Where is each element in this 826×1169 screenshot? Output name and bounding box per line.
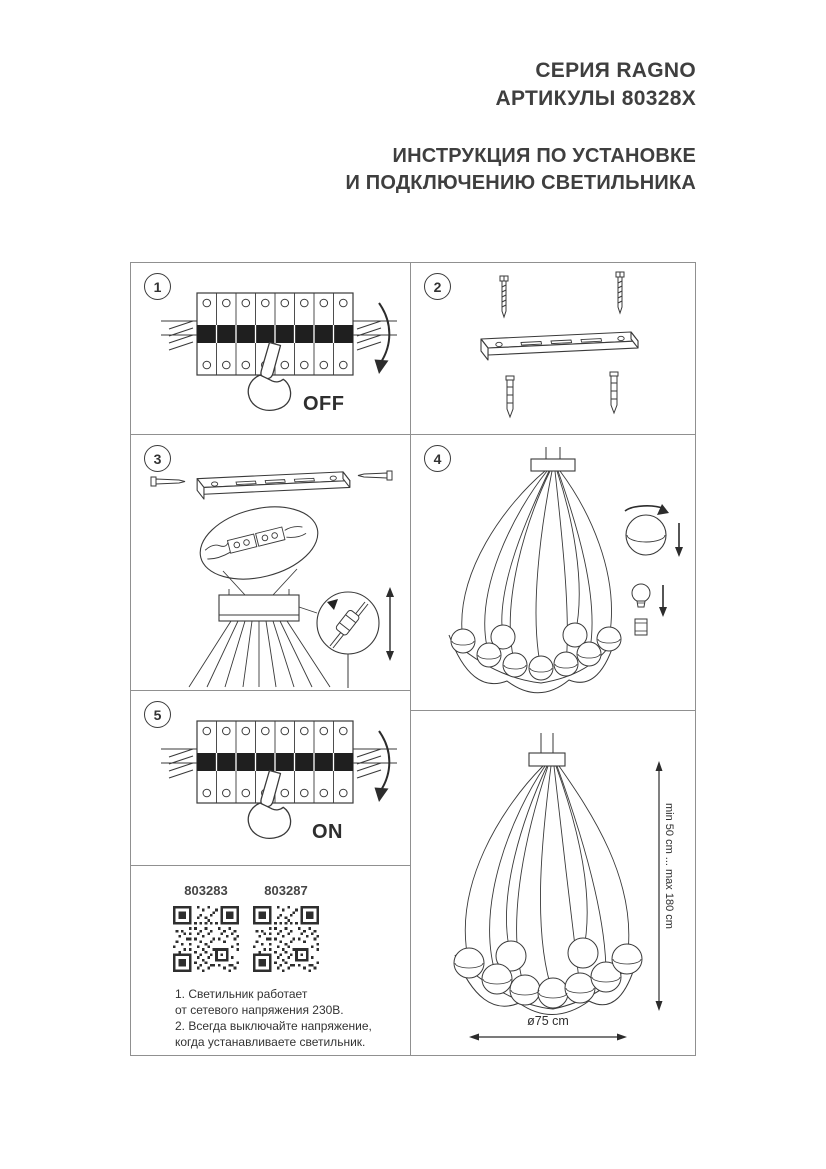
- instruction-title-line1: ИНСТРУКЦИЯ ПО УСТАНОВКЕ: [392, 145, 696, 167]
- product-code: 803287: [264, 883, 308, 898]
- bracket-wiring-illustration: [150, 470, 394, 688]
- height-dimension-label: min 50 cm ... max 180 cm: [663, 803, 675, 929]
- installed-chandelier-illustration: [453, 733, 663, 1041]
- step-number-badge: 3: [144, 445, 171, 472]
- step-panel-1: 1 OFF: [130, 262, 411, 435]
- series-title: СЕРИЯ RAGNO: [535, 59, 696, 82]
- note-line: 2. Всегда выключайте напряжение,: [175, 1019, 372, 1033]
- note-line: когда устанавливаете светильник.: [175, 1035, 366, 1049]
- product-code: 803283: [184, 883, 228, 898]
- breakers-off-illustration: [160, 292, 398, 412]
- step-number-badge: 4: [424, 445, 451, 472]
- power-on-label: ON: [312, 821, 343, 843]
- step-panel-3: 3: [130, 434, 411, 691]
- qr-code-icon: [173, 906, 239, 972]
- step-panel-5: 5 ON: [130, 690, 411, 866]
- step-number-badge: 1: [144, 273, 171, 300]
- mounting-hardware-illustration: [480, 271, 639, 418]
- articles-title: АРТИКУЛЫ 80328X: [495, 87, 696, 110]
- chandelier-assembly-illustration: [448, 447, 683, 694]
- note-line: от сетевого напряжения 230В.: [175, 1003, 344, 1017]
- power-off-label: OFF: [303, 393, 345, 415]
- step-number-badge: 2: [424, 273, 451, 300]
- header: СЕРИЯ RAGNO АРТИКУЛЫ 80328X ИНСТРУКЦИЯ П…: [345, 57, 696, 197]
- qr-code-icon: [253, 906, 319, 972]
- instruction-title: ИНСТРУКЦИЯ ПО УСТАНОВКЕ И ПОДКЛЮЧЕНИЮ СВ…: [345, 143, 696, 197]
- final-panel: min 50 cm ... max 180 cm ø75 cm: [410, 710, 696, 1056]
- installation-notes: 1. Светильник работает от сетевого напря…: [175, 986, 372, 1050]
- breakers-on-illustration: [160, 720, 398, 840]
- instruction-title-line2: И ПОДКЛЮЧЕНИЮ СВЕТИЛЬНИКА: [345, 172, 696, 194]
- diameter-dimension-label: ø75 cm: [527, 1014, 569, 1028]
- step-panel-2: 2: [410, 262, 696, 435]
- codes-panel: 803283 803287 1. Светильник работает от …: [130, 865, 411, 1056]
- note-line: 1. Светильник работает: [175, 987, 308, 1001]
- step-panel-4: 4: [410, 434, 696, 711]
- step-number-badge: 5: [144, 701, 171, 728]
